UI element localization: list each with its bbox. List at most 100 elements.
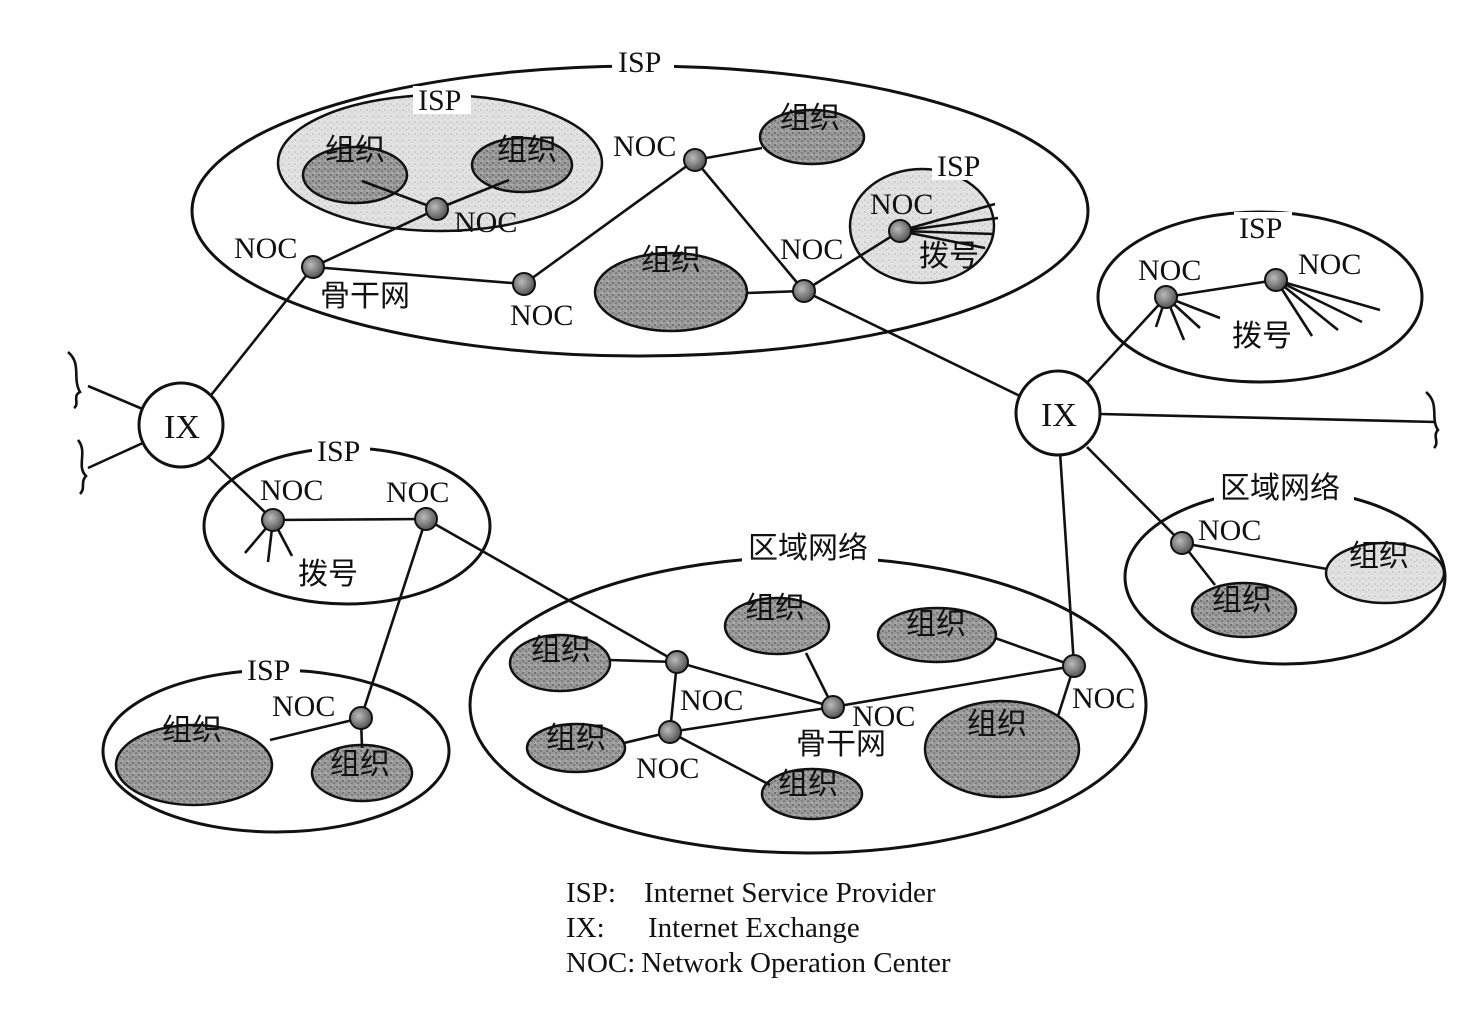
dialup-line — [1275, 278, 1339, 332]
org-label: 组织 — [778, 767, 838, 802]
noc-label: NOC — [510, 299, 573, 332]
ix-label: IX — [1041, 397, 1077, 434]
isp-label: ISP — [418, 84, 461, 117]
link — [1165, 278, 1277, 299]
link — [206, 266, 315, 400]
noc-node — [301, 255, 325, 279]
ix-nodes — [137, 369, 1102, 469]
continuation-mark — [76, 439, 88, 495]
link — [272, 517, 427, 522]
link — [994, 636, 1075, 668]
dialup-line — [899, 229, 986, 250]
isp-label: ISP — [317, 435, 360, 468]
noc-label: NOC — [234, 232, 297, 265]
noc-node — [512, 272, 536, 296]
org-label: 组织 — [1349, 539, 1409, 574]
dialup-line — [899, 229, 995, 236]
dialup-line — [1275, 278, 1381, 312]
legend-row-isp: ISP: Internet Service Provider — [566, 876, 951, 911]
continuation-mark — [1425, 391, 1440, 449]
noc-label: NOC — [680, 684, 743, 717]
ix-node-left — [137, 381, 225, 469]
noc-node — [414, 507, 438, 531]
noc-node — [261, 508, 285, 532]
link — [425, 517, 678, 664]
org-label: 组织 — [967, 707, 1027, 742]
link — [523, 158, 696, 286]
noc-node — [1264, 268, 1288, 292]
org-top-3 — [758, 108, 866, 166]
dialup-label: 拨号 — [298, 557, 358, 592]
continuation-marks — [67, 351, 1440, 495]
org-label: 组织 — [906, 607, 966, 642]
noc-label: NOC — [272, 690, 335, 723]
link — [312, 265, 525, 286]
org-label: 组织 — [780, 101, 840, 136]
links — [87, 146, 1437, 787]
link — [803, 229, 901, 293]
noc-node — [658, 720, 682, 744]
org-label: 组织 — [497, 133, 557, 168]
regional-label: 区域网络 — [1220, 471, 1340, 506]
legend-desc: Internet Service Provider — [644, 877, 936, 909]
link — [669, 730, 771, 787]
link — [312, 207, 438, 269]
noc-node — [1154, 285, 1178, 309]
noc-node — [1170, 531, 1194, 555]
link — [694, 159, 805, 292]
noc-label: NOC — [636, 752, 699, 785]
noc-node — [349, 706, 373, 730]
legend-key: ISP: — [566, 877, 616, 909]
noc-label: NOC — [386, 476, 449, 509]
noc-node — [1062, 654, 1086, 678]
noc-node — [888, 219, 912, 243]
org-label: 组织 — [546, 721, 606, 756]
isp-label: ISP — [1239, 212, 1282, 245]
link — [669, 705, 834, 734]
legend-desc: Internet Exchange — [648, 912, 860, 944]
isp-label: ISP — [937, 150, 980, 183]
dialup-line — [899, 216, 999, 233]
link — [1181, 541, 1328, 571]
link — [87, 384, 146, 412]
legend-key: NOC: — [566, 947, 636, 979]
link — [87, 440, 146, 470]
link — [832, 664, 1075, 709]
link — [1099, 412, 1437, 424]
noc-nodes — [261, 148, 1288, 744]
link — [1083, 296, 1167, 387]
noc-label: NOC — [1138, 254, 1201, 287]
org-label: 组织 — [325, 133, 385, 168]
ix-node-right — [1014, 369, 1102, 457]
org-label: 组织 — [1212, 583, 1272, 618]
org-label: 组织 — [745, 591, 805, 626]
noc-label: NOC — [870, 188, 933, 221]
link — [676, 660, 834, 709]
continuation-mark — [67, 351, 82, 410]
org-rr-1 — [1324, 541, 1446, 605]
link — [1086, 446, 1183, 544]
legend: ISP:Internet Service Provider IX:Interne… — [566, 876, 951, 981]
dialup-label: 拨号 — [1232, 319, 1292, 354]
regional-label: 区域网络 — [748, 531, 868, 566]
noc-node — [821, 695, 845, 719]
noc-node — [683, 148, 707, 172]
labels: ISP ISP ISP ISP ISP ISP 区域网络 区域网络 NOC NO… — [162, 46, 1409, 802]
noc-node — [792, 279, 816, 303]
link — [205, 454, 274, 521]
dialup-line — [899, 202, 996, 233]
org-rc-4 — [525, 722, 627, 774]
noc-label: NOC — [260, 474, 323, 507]
org-rr-2 — [1190, 581, 1298, 639]
ix-label: IX — [164, 409, 200, 446]
noc-label: NOC — [1198, 514, 1261, 547]
org-top-2 — [470, 136, 574, 194]
noc-label: NOC — [613, 130, 676, 163]
dialup-line — [1275, 278, 1363, 324]
isp-label: ISP — [247, 654, 290, 687]
link — [269, 716, 362, 742]
org-rc-3 — [876, 606, 998, 664]
noc-label: NOC — [454, 206, 517, 239]
org-rc-6 — [923, 699, 1081, 799]
